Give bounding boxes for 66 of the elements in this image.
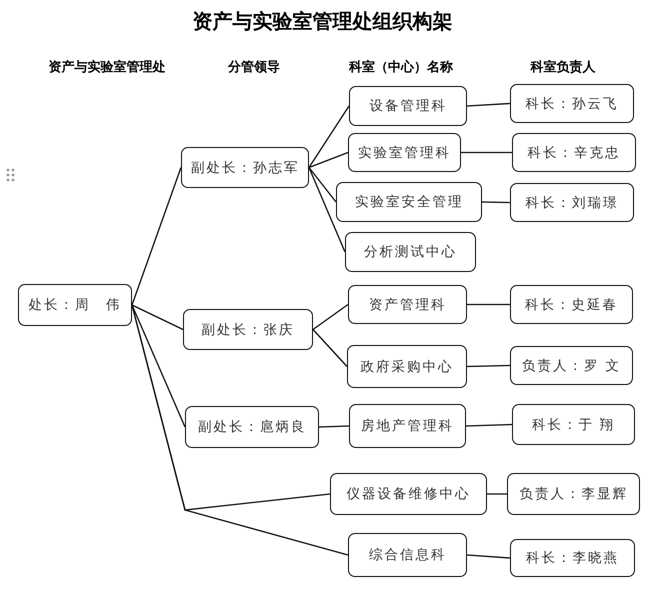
position-label: 实验室安全管理 — [354, 193, 464, 211]
position-label: 分析测试中心 — [364, 243, 457, 261]
position-label: 处长：周 伟 — [28, 296, 122, 314]
position-label: 副处长：孙志军 — [190, 158, 300, 176]
position-label: 资产管理科 — [368, 296, 446, 314]
position-label: 仪器设备维修中心 — [346, 485, 470, 503]
position-label: 副处长：扈炳良 — [198, 418, 306, 436]
connector-line — [308, 152, 348, 168]
position-label: 政府采购中心 — [360, 358, 454, 376]
org-box — [349, 86, 467, 126]
org-box — [348, 285, 467, 324]
org-box — [330, 473, 487, 515]
connector-line — [467, 304, 510, 306]
org-box — [347, 345, 467, 388]
connector-line — [308, 106, 350, 168]
position-label: 科长：于 翔 — [532, 416, 616, 434]
connector-line — [466, 364, 510, 368]
org-box — [185, 406, 319, 448]
position-label: 设备管理科 — [369, 97, 447, 115]
org-box — [510, 84, 634, 123]
org-box — [510, 346, 633, 385]
position-label: 综合信息科 — [368, 546, 446, 564]
position-label: 科长：史延春 — [525, 296, 618, 314]
org-box — [18, 284, 132, 326]
org-box — [349, 404, 466, 448]
connector-line — [466, 424, 512, 427]
org-box — [345, 232, 476, 272]
connector-line — [312, 304, 348, 330]
position-label: 科长：刘瑞璟 — [526, 194, 618, 212]
position-label: 实验室管理科 — [358, 144, 451, 162]
connector-line — [131, 167, 182, 306]
org-box — [348, 133, 461, 172]
diagram-title: 资产与实验室管理处组织构架 — [192, 8, 454, 35]
org-box — [348, 533, 467, 577]
connector-line — [308, 167, 346, 252]
org-box — [510, 285, 633, 324]
connector-line — [482, 201, 510, 204]
position-label: 科长：辛克忠 — [528, 144, 620, 162]
column-header: 资产与实验室管理处 — [48, 58, 166, 76]
position-label: 科长：孙云飞 — [526, 94, 618, 112]
connector-line — [312, 329, 348, 367]
org-box — [512, 133, 636, 172]
org-box — [507, 473, 640, 515]
position-label: 科长：李晓燕 — [526, 549, 619, 567]
connector-line — [131, 304, 348, 556]
connector-line — [308, 167, 337, 202]
org-box — [510, 539, 635, 577]
column-header: 科室（中心）名称 — [349, 58, 453, 76]
connector-line — [461, 152, 512, 154]
column-header: 科室负责人 — [530, 58, 596, 76]
org-box — [181, 147, 309, 188]
org-box — [510, 183, 634, 222]
connector-line — [318, 425, 350, 428]
column-header: 分管领导 — [228, 59, 280, 76]
connector-line — [466, 554, 510, 559]
org-box — [183, 309, 313, 350]
connector-line — [466, 102, 510, 107]
position-label: 副处长：张庆 — [202, 320, 294, 338]
connector-line — [132, 304, 184, 330]
position-label: 负责人：李显辉 — [519, 485, 628, 503]
position-label: 负责人：罗 文 — [522, 356, 621, 374]
connector-line — [131, 304, 186, 428]
org-box — [512, 404, 635, 445]
position-label: 房地产管理科 — [361, 417, 454, 435]
connector-line — [487, 493, 507, 495]
org-box — [336, 182, 482, 222]
